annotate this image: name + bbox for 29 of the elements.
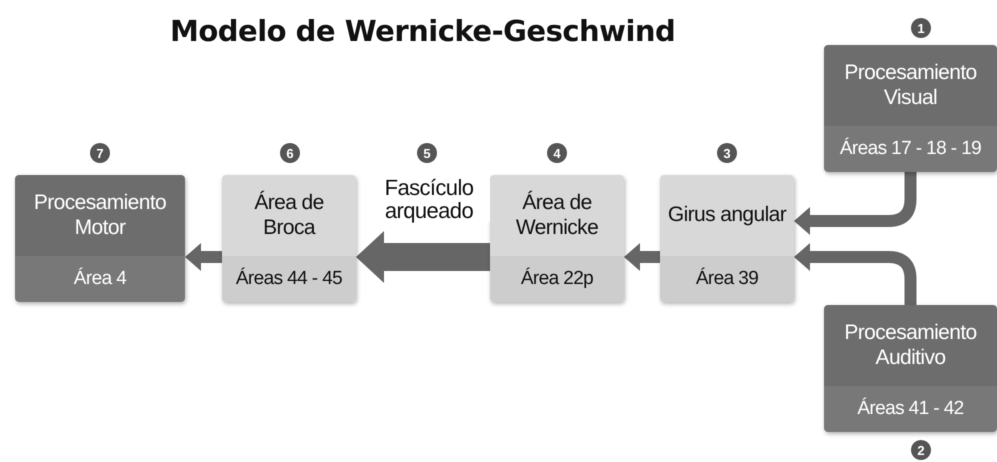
step-number-badge: 2 — [911, 440, 931, 460]
step-number-badge: 7 — [90, 143, 110, 163]
box-title: Área de Wernicke — [514, 191, 600, 240]
title: Modelo de Wernicke-Geschwind — [170, 14, 676, 48]
step-number-badge: 5 — [417, 143, 437, 163]
step-number-badge: 4 — [547, 143, 567, 163]
process-box — [824, 45, 997, 172]
process-box — [660, 175, 794, 302]
area-label: Áreas 44 - 45 — [236, 268, 342, 290]
area-label: Áreas 17 - 18 - 19 — [840, 138, 982, 160]
process-box — [15, 175, 185, 302]
area-label: Área 39 — [696, 268, 758, 290]
box-title: Área de Broca — [253, 191, 325, 240]
arrow — [356, 231, 490, 283]
arrow — [185, 243, 222, 271]
area-label: Área 22p — [520, 268, 594, 290]
box-title: Procesamiento Visual — [843, 61, 978, 110]
step-number-badge: 1 — [911, 18, 931, 38]
step-number-badge: 3 — [717, 143, 737, 163]
area-label: Áreas 41 - 42 — [857, 398, 964, 420]
box-title: Girus angular — [666, 203, 788, 228]
process-box — [490, 175, 624, 302]
process-box — [824, 305, 997, 432]
step-number-badge: 6 — [280, 143, 300, 163]
process-box — [222, 175, 356, 302]
arrow — [624, 243, 660, 271]
box-title: Procesamiento Auditivo — [843, 321, 978, 370]
area-label: Área 4 — [74, 268, 126, 290]
box-title: Procesamiento Motor — [32, 191, 168, 240]
